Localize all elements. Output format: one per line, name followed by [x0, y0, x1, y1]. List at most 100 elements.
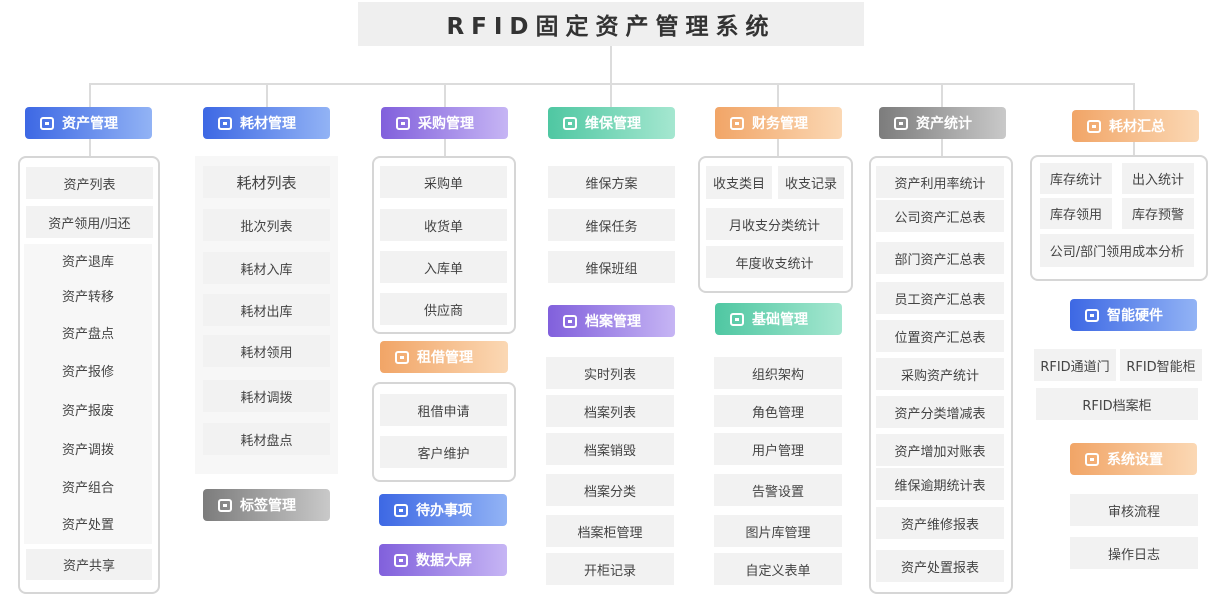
menu-item[interactable]: 公司/部门领用成本分析	[1040, 234, 1194, 267]
menu-item[interactable]: 公司资产汇总表	[876, 200, 1004, 232]
menu-item[interactable]: 档案柜管理	[546, 515, 674, 547]
menu-item[interactable]: 资产利用率统计	[876, 166, 1004, 198]
menu-item[interactable]: 资产报废	[61, 403, 114, 419]
system-title: RFID固定资产管理系统	[358, 2, 864, 46]
connector-drop	[89, 83, 91, 107]
module-archive-management[interactable]: 档案管理	[548, 305, 675, 337]
module-dashboard[interactable]: 数据大屏	[379, 544, 507, 576]
menu-item[interactable]: 资产报修	[61, 364, 114, 380]
menu-item[interactable]: RFID通道门	[1034, 349, 1116, 381]
menu-item[interactable]: 维保逾期统计表	[876, 468, 1004, 500]
module-finance-management[interactable]: 财务管理	[715, 107, 842, 139]
menu-item[interactable]: 月收支分类统计	[706, 208, 843, 240]
menu-item[interactable]: RFID档案柜	[1036, 388, 1198, 420]
module-label: 租借管理	[417, 350, 473, 366]
menu-item[interactable]: 出入统计	[1122, 163, 1194, 194]
menu-item[interactable]: 用户管理	[714, 433, 842, 465]
menu-item[interactable]: 档案分类	[546, 474, 674, 506]
menu-item[interactable]: 资产组合	[61, 480, 114, 496]
menu-item[interactable]: 维保班组	[548, 251, 675, 283]
module-consumable-summary[interactable]: 耗材汇总	[1072, 110, 1199, 142]
menu-item[interactable]: 耗材列表	[203, 166, 330, 198]
module-label: 维保管理	[585, 116, 641, 132]
menu-item[interactable]: 资产分类增减表	[876, 396, 1004, 428]
module-label: 采购管理	[418, 116, 474, 132]
menu-item[interactable]: 维保任务	[548, 209, 675, 241]
document-icon	[394, 503, 408, 517]
menu-item[interactable]: 供应商	[380, 293, 507, 325]
menu-item[interactable]: 实时列表	[546, 357, 674, 389]
module-label: 基础管理	[752, 312, 808, 328]
menu-item[interactable]: 耗材领用	[203, 335, 330, 367]
module-label: 档案管理	[585, 314, 641, 330]
menu-item[interactable]: 耗材调拨	[203, 380, 330, 412]
menu-item[interactable]: 部门资产汇总表	[876, 242, 1004, 274]
menu-item[interactable]: 耗材盘点	[203, 423, 330, 455]
menu-item[interactable]: 库存领用	[1040, 198, 1112, 229]
module-asset-management[interactable]: 资产管理	[25, 107, 152, 139]
menu-item[interactable]: 资产退库	[61, 254, 114, 270]
menu-item[interactable]: 库存统计	[1040, 163, 1112, 194]
connector-drop	[941, 83, 943, 107]
menu-item[interactable]: 采购单	[380, 166, 507, 198]
menu-item[interactable]: 资产增加对账表	[876, 434, 1004, 466]
module-todo[interactable]: 待办事项	[379, 494, 507, 526]
module-maintenance-management[interactable]: 维保管理	[548, 107, 675, 139]
module-purchase-management[interactable]: 采购管理	[381, 107, 508, 139]
menu-item[interactable]: 图片库管理	[714, 515, 842, 547]
cloud-icon	[394, 553, 408, 567]
menu-item[interactable]: 资产盘点	[61, 326, 114, 342]
menu-item[interactable]: 告警设置	[714, 474, 842, 506]
menu-item[interactable]: 资产处置	[61, 517, 114, 533]
camera-icon	[395, 350, 409, 364]
menu-item[interactable]: 资产列表	[26, 167, 153, 199]
menu-item[interactable]: 开柜记录	[546, 553, 674, 585]
menu-item[interactable]: RFID智能柜	[1120, 349, 1202, 381]
module-label-management[interactable]: 标签管理	[203, 489, 330, 521]
menu-item[interactable]: 角色管理	[714, 395, 842, 427]
module-basic-management[interactable]: 基础管理	[715, 303, 842, 335]
document-icon	[40, 116, 54, 130]
menu-item[interactable]: 员工资产汇总表	[876, 282, 1004, 314]
menu-item[interactable]: 档案销毁	[546, 433, 674, 465]
connector-trunk	[610, 46, 612, 84]
menu-item[interactable]: 收支记录	[778, 166, 844, 199]
menu-item[interactable]: 耗材入库	[203, 252, 330, 284]
module-consumable-management[interactable]: 耗材管理	[203, 107, 330, 139]
menu-item[interactable]: 年度收支统计	[706, 246, 843, 278]
menu-item[interactable]: 资产处置报表	[876, 550, 1004, 582]
module-system-settings[interactable]: 系统设置	[1070, 443, 1197, 475]
module-smart-hardware[interactable]: 智能硬件	[1070, 299, 1197, 331]
menu-item[interactable]: 资产调拨	[61, 442, 114, 458]
menu-item[interactable]: 位置资产汇总表	[876, 320, 1004, 352]
cloud-icon	[396, 116, 410, 130]
menu-item[interactable]: 资产领用/归还	[26, 206, 153, 238]
menu-item[interactable]: 客户维护	[380, 436, 507, 468]
menu-item[interactable]: 资产维修报表	[876, 507, 1004, 539]
menu-item[interactable]: 库存预警	[1122, 198, 1194, 229]
menu-item[interactable]: 档案列表	[546, 395, 674, 427]
connector-down	[444, 139, 446, 157]
menu-item[interactable]: 收货单	[380, 209, 507, 241]
menu-item[interactable]: 审核流程	[1070, 494, 1198, 526]
menu-item[interactable]: 资产转移	[61, 289, 114, 305]
module-label: 财务管理	[752, 116, 808, 132]
connector-drop	[444, 83, 446, 107]
menu-item[interactable]: 收支类目	[706, 166, 772, 199]
menu-item[interactable]: 入库单	[380, 251, 507, 283]
module-asset-statistics[interactable]: 资产统计	[879, 107, 1006, 139]
module-label: 标签管理	[240, 498, 296, 514]
menu-item[interactable]: 操作日志	[1070, 537, 1198, 569]
envelope-icon	[218, 498, 232, 512]
connector-bus	[89, 83, 1135, 85]
menu-item[interactable]: 租借申请	[380, 394, 507, 426]
menu-item[interactable]: 资产共享	[26, 549, 152, 580]
camera-icon	[730, 116, 744, 130]
menu-item[interactable]: 耗材出库	[203, 294, 330, 326]
menu-item[interactable]: 自定义表单	[714, 553, 842, 585]
menu-item[interactable]: 批次列表	[203, 209, 330, 241]
menu-item[interactable]: 维保方案	[548, 166, 675, 198]
module-lease-management[interactable]: 租借管理	[380, 341, 508, 373]
menu-item[interactable]: 采购资产统计	[876, 358, 1004, 390]
menu-item[interactable]: 组织架构	[714, 357, 842, 389]
